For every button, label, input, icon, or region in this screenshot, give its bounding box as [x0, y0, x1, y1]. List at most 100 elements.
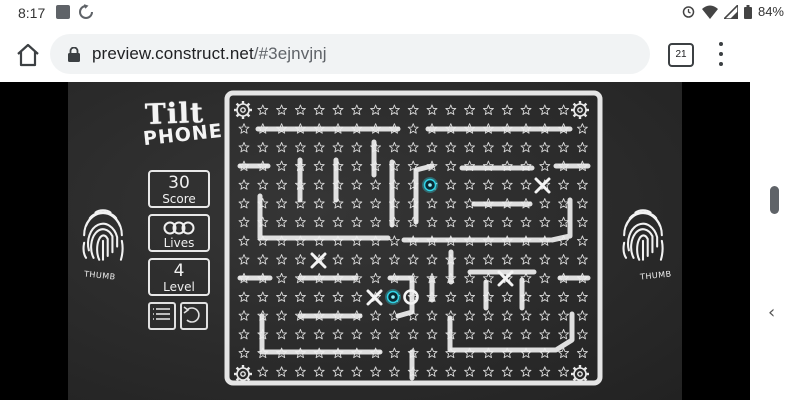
star-icon — [501, 216, 513, 228]
star-icon — [539, 366, 551, 377]
star-icon — [464, 141, 476, 153]
o-marker-icon — [403, 289, 419, 305]
game-canvas[interactable]: Tilt PHONE 30 Score Lives 4 Level THUMB … — [0, 82, 750, 400]
address-bar[interactable]: preview.construct.net/#3ejnvjnj — [50, 34, 650, 74]
star-icon — [558, 179, 570, 190]
chevron-left-icon[interactable]: ‹ — [768, 302, 776, 323]
star-icon — [407, 123, 419, 134]
fingerprint-right-icon[interactable] — [622, 209, 664, 261]
star-icon — [370, 366, 382, 377]
maze-inner-walls — [237, 126, 591, 381]
star-icon — [351, 104, 363, 115]
star-icon — [294, 216, 306, 228]
overflow-menu-icon[interactable] — [714, 42, 728, 66]
star-icon — [407, 104, 419, 115]
star-icon — [464, 104, 476, 115]
star-icon — [276, 216, 288, 228]
page-side-gutter — [750, 82, 800, 400]
star-icon — [351, 141, 363, 153]
star-icon — [464, 328, 476, 340]
star-icon — [257, 104, 269, 115]
star-icon — [388, 328, 400, 340]
star-icon — [276, 291, 288, 302]
star-icon — [388, 347, 400, 359]
star-icon — [576, 328, 588, 340]
star-icon — [257, 254, 269, 265]
star-icon — [238, 141, 250, 153]
star-icon — [238, 291, 250, 302]
star-icon — [332, 254, 344, 265]
home-icon[interactable] — [14, 41, 42, 69]
star-icon — [576, 310, 588, 321]
star-icon — [558, 310, 570, 321]
score-label: Score — [162, 192, 196, 206]
gear-icon — [233, 100, 253, 120]
battery-percent: 84% — [757, 4, 784, 19]
star-icon — [388, 254, 400, 265]
star-icon — [294, 254, 306, 265]
star-icon — [445, 104, 457, 115]
star-icon — [294, 366, 306, 377]
star-icon — [482, 254, 494, 265]
star-icon — [539, 216, 551, 228]
star-icon — [351, 160, 363, 172]
star-icon — [351, 198, 363, 209]
star-icon — [238, 123, 250, 134]
star-icon — [370, 104, 382, 115]
chalkboard — [68, 82, 682, 400]
star-icon — [313, 328, 325, 340]
star-icon — [576, 198, 588, 209]
star-icon — [539, 310, 551, 321]
star-icon — [276, 198, 288, 209]
star-icon — [257, 141, 269, 153]
star-icon — [539, 254, 551, 265]
star-icon — [520, 141, 532, 153]
star-icon — [257, 366, 269, 377]
star-icon — [238, 198, 250, 209]
star-icon — [332, 104, 344, 115]
notification-square-icon — [56, 5, 70, 19]
star-icon — [238, 179, 250, 190]
star-icon — [313, 198, 325, 209]
star-icon — [445, 141, 457, 153]
star-icon — [539, 198, 551, 209]
url-text[interactable]: preview.construct.net/#3ejnvjnj — [92, 44, 327, 64]
scrollbar-thumb[interactable] — [770, 186, 779, 214]
star-icon — [464, 179, 476, 190]
star-icon — [388, 141, 400, 153]
star-icon — [464, 366, 476, 377]
star-icon — [426, 104, 438, 115]
star-icon — [276, 141, 288, 153]
star-icon — [558, 366, 570, 377]
star-icon — [238, 254, 250, 265]
x-markers — [310, 177, 551, 306]
star-icon — [558, 254, 570, 265]
restart-button[interactable] — [180, 302, 208, 330]
star-icon — [238, 347, 250, 359]
lock-icon[interactable] — [68, 46, 80, 62]
sync-icon — [79, 4, 93, 19]
star-icon — [539, 291, 551, 302]
star-icon — [539, 104, 551, 115]
fingerprint-left-icon[interactable] — [82, 209, 124, 261]
browser-toolbar: preview.construct.net/#3ejnvjnj 21 — [0, 28, 750, 82]
player-balls — [385, 177, 438, 305]
star-icon — [520, 328, 532, 340]
gear-icon — [570, 364, 590, 384]
star-icon — [313, 366, 325, 377]
star-icon — [464, 310, 476, 321]
status-time: 8:17 — [18, 5, 46, 21]
tab-switcher-button[interactable]: 21 — [668, 43, 694, 67]
level-panel: 4 Level — [148, 258, 210, 296]
star-icon — [238, 235, 250, 246]
star-icon — [313, 179, 325, 190]
star-icon — [294, 328, 306, 340]
level-label: Level — [163, 280, 195, 294]
menu-list-button[interactable] — [148, 302, 176, 330]
star-icon — [426, 254, 438, 265]
star-icon — [332, 366, 344, 377]
signal-icon — [723, 4, 738, 19]
star-icon — [388, 366, 400, 377]
x-marker-icon — [366, 289, 383, 306]
star-icon — [388, 235, 400, 246]
